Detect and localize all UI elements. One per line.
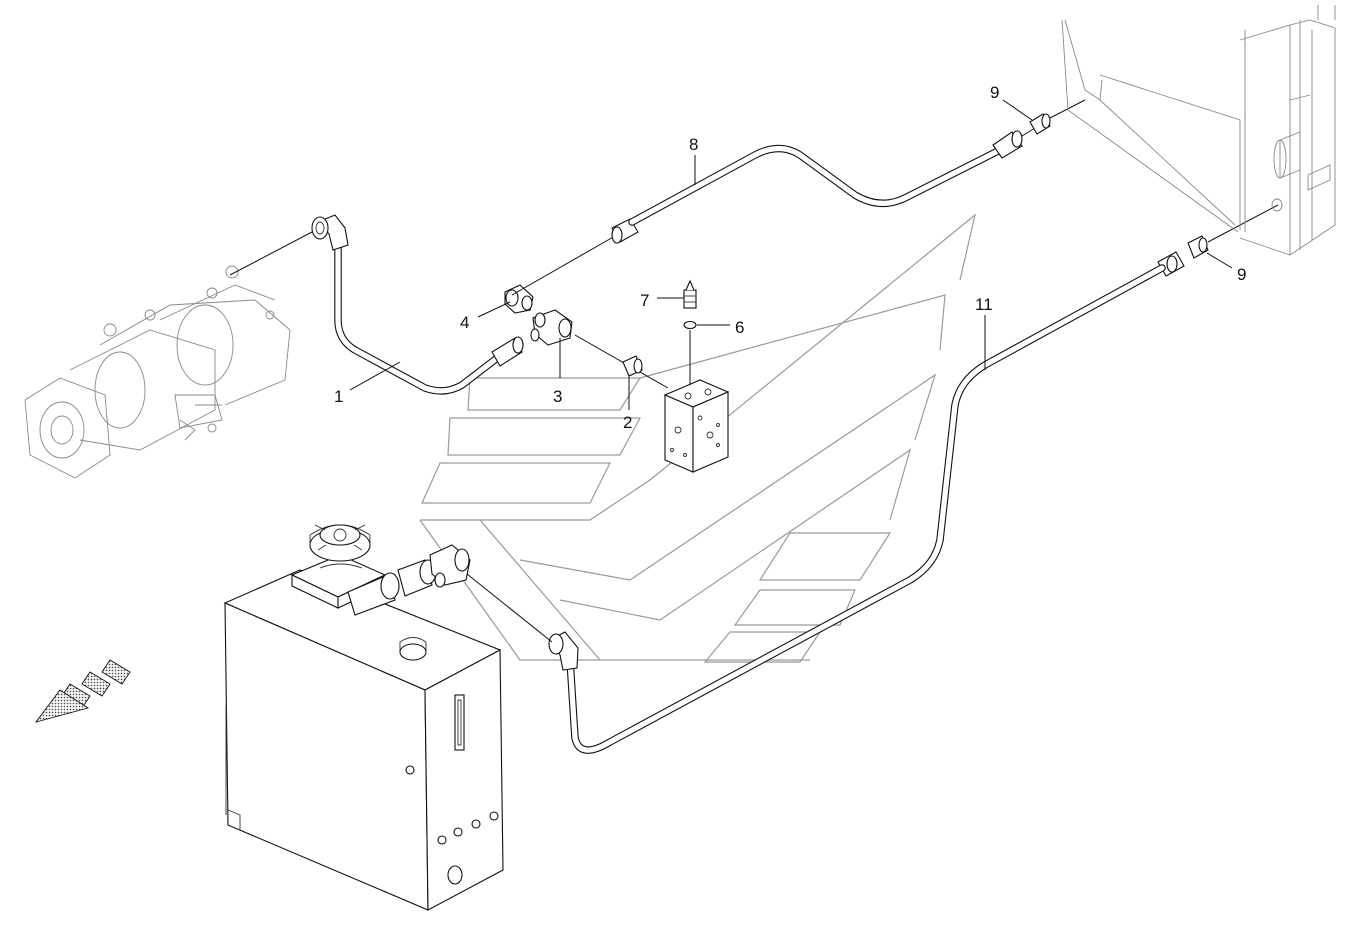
pipe-11 [461, 251, 1185, 754]
callout-11: 11 [975, 295, 993, 314]
o-ring-6 [683, 320, 697, 330]
watermark-logo [419, 213, 976, 663]
callout-4: 4 [460, 313, 469, 332]
callout-3: 3 [553, 387, 562, 406]
callout-6: 6 [735, 318, 744, 337]
callouts: 1 2 3 4 6 7 8 9 9 11 [334, 83, 1246, 432]
fitting-9-lower [1187, 204, 1279, 259]
callout-9-lower: 9 [1237, 265, 1246, 284]
vent-screw-7 [683, 279, 697, 309]
fitting-2 [622, 355, 643, 377]
callout-2: 2 [623, 413, 632, 432]
callout-1: 1 [334, 387, 343, 406]
hydraulic-tank [223, 569, 504, 911]
callout-8: 8 [689, 135, 698, 154]
callout-7: 7 [640, 291, 649, 310]
fitting-9-upper [1029, 99, 1086, 135]
tank-filter-head [290, 524, 471, 616]
valve-block [574, 330, 730, 473]
tee-fitting-3 [530, 309, 573, 346]
hydraulic-pump [24, 265, 291, 479]
pipe-8 [511, 127, 1036, 296]
pipe-1 [229, 214, 524, 395]
direction-arrow-icon [34, 659, 131, 723]
oil-cooler [1061, 5, 1336, 256]
fitting-4 [504, 284, 534, 314]
callout-9-upper: 9 [990, 83, 999, 102]
